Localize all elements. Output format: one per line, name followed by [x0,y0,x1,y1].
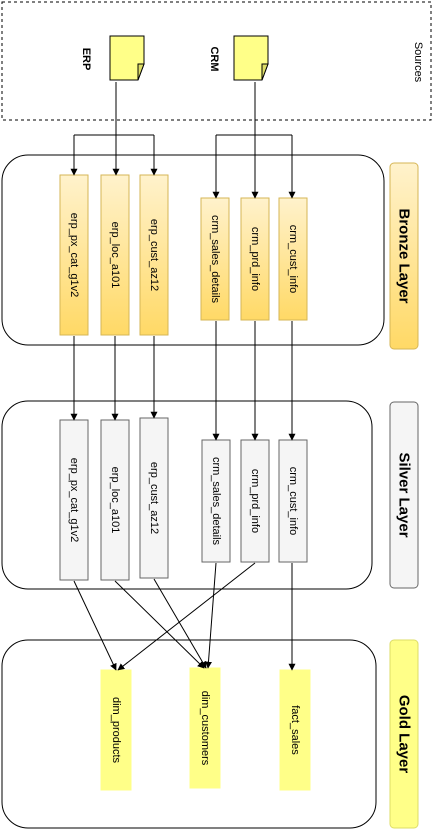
gold-table-label: dim_customers [199,691,211,766]
connector-silver-to-gold [114,580,205,669]
bronze-table-label: erp_cust_az12 [148,219,160,291]
connector-silver-to-gold [73,580,117,671]
connectors [70,82,296,671]
gold-layer-title: Gold Layer [396,695,413,774]
gold-layer-badge [389,639,419,829]
silver-tables: erp_px_cat_g1v2 erp_loc_a101 erp_cust_az… [59,417,308,581]
gold-table-label: dim_products [110,697,122,764]
bronze-table-erp-cust-az12[interactable] [139,174,169,336]
silver-table-label: erp_cust_az12 [148,462,160,534]
bronze-layer-badge [389,162,419,350]
gold-table-label: fact_sales [289,705,301,755]
gold-table-dim-customers[interactable] [189,667,221,789]
silver-table-crm-prd-info[interactable] [240,439,270,563]
bronze-table-crm-cust-info[interactable] [278,197,308,321]
gold-layer-container [1,639,377,829]
connector-silver-to-gold [117,562,256,671]
bronze-table-erp-loc-a101[interactable] [100,174,130,336]
erp-file-icon [109,35,145,81]
bronze-table-label: crm_prd_info [249,227,261,291]
silver-layer-title: Silver Layer [396,452,413,537]
bronze-tables: erp_px_cat_g1v2 erp_loc_a101 erp_cust_az… [59,174,308,336]
bronze-layer-title: Bronze Layer [396,208,413,303]
bronze-layer-container [1,154,385,346]
silver-layer-badge [389,401,419,589]
crm-file-icon [233,35,269,81]
bronze-table-label: crm_cust_info [287,225,299,293]
connector-silver-to-gold [204,562,217,669]
sources-boundary [1,1,432,121]
gold-table-dim-products[interactable] [100,669,132,791]
crm-source-label: CRM [208,46,220,71]
sources-label: Sources [412,42,424,83]
silver-table-crm-cust-info[interactable] [278,439,308,563]
connector-silver-to-gold [153,578,207,669]
bronze-table-label: erp_px_cat_g1v2 [68,213,80,297]
silver-layer-container [1,400,373,590]
silver-table-label: erp_loc_a101 [109,467,121,534]
bronze-table-label: crm_sales_details [209,215,221,304]
gold-table-fact-sales[interactable] [279,669,311,791]
bronze-table-erp-px-cat-g1v2[interactable] [59,174,89,336]
bronze-table-label: erp_loc_a101 [109,222,121,289]
silver-table-label: crm_cust_info [287,467,299,535]
gold-tables: dim_products dim_customers fact_sales [100,667,311,791]
silver-table-label: erp_px_cat_g1v2 [68,458,80,542]
erp-source-label: ERP [80,48,92,71]
silver-table-label: crm_sales_details [210,457,222,546]
bronze-table-crm-sales-details[interactable] [200,197,230,321]
silver-table-label: crm_prd_info [249,469,261,533]
